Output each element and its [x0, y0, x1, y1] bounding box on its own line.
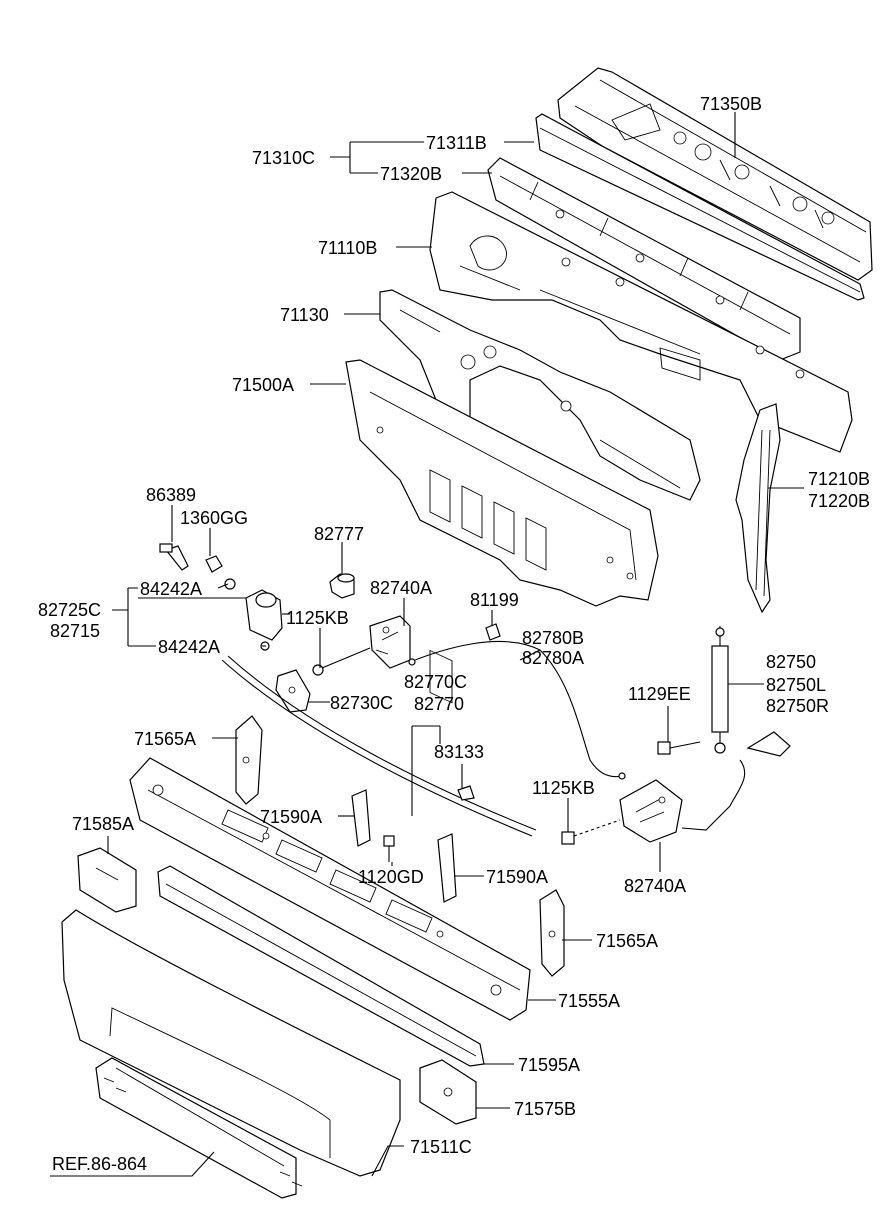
part-bracket-71590A-right: [437, 833, 457, 903]
label-82750L: 82750L: [766, 675, 826, 695]
part-bracket-71585A: [77, 847, 137, 913]
part-71500A-outer-panel: [345, 359, 659, 704]
label-1125KB-top: 1125KB: [286, 608, 349, 628]
part-weatherstrip-82770C: [221, 655, 537, 837]
label-82725C: 82725C: [38, 600, 101, 620]
label-71565A-top: 71565A: [134, 729, 196, 749]
part-clip-81199: [485, 623, 501, 641]
label-82770: 82770: [414, 694, 464, 714]
label-84242A-bottom: 84242A: [158, 637, 220, 657]
label-1120GD: 1120GD: [358, 867, 424, 887]
label-71590A-left: 71590A: [260, 807, 322, 827]
part-71555A-crossmember: [129, 757, 531, 1021]
label-82780A: 82780A: [522, 648, 584, 668]
part-71311B-rail: [535, 113, 865, 301]
label-71585A: 71585A: [72, 814, 134, 834]
part-bolt-1129EE: [657, 741, 701, 755]
label-71511C: 71511C: [410, 1137, 472, 1157]
part-bracket-71590A-left: [351, 789, 371, 847]
label-71310C: 71310C: [252, 148, 315, 168]
label-82740A-top: 82740A: [370, 578, 432, 598]
label-ref-86-864[interactable]: REF.86-864: [52, 1154, 147, 1174]
label-71110B: 71110B: [318, 238, 377, 258]
label-82770C: 82770C: [404, 672, 467, 692]
label-71311B: 71311B: [426, 133, 487, 153]
part-bracket-71575B: [419, 1059, 477, 1125]
part-71511C-bumper-cover: [61, 909, 401, 1177]
label-71130: 71130: [280, 305, 329, 325]
label-82730C: 82730C: [330, 693, 393, 713]
part-cable-82780B: [408, 641, 626, 780]
part-71320B-reinforcement: [487, 157, 801, 361]
part-latch-82740A-bottom: [561, 779, 683, 845]
label-71220B: 71220B: [808, 491, 870, 511]
label-83133: 83133: [434, 742, 484, 762]
part-71210B-side-pillar: [735, 403, 781, 614]
label-82780B: 82780B: [522, 628, 584, 648]
leader-lines: [50, 112, 804, 1177]
part-bolt-86389: [159, 543, 223, 573]
label-1125KB-bottom: 1125KB: [532, 778, 595, 798]
part-labels: 71350B 71311B 71310C 71320B 71110B 71130…: [38, 94, 870, 1174]
label-84242A-top: 84242A: [140, 579, 202, 599]
label-71595A: 71595A: [518, 1055, 580, 1075]
label-81199: 81199: [470, 590, 519, 610]
part-bumper-82777: [329, 573, 355, 599]
label-86389: 86389: [146, 485, 196, 505]
part-hinge-bracket-82725C: [224, 578, 283, 651]
part-71110B-back-panel: [429, 191, 853, 453]
label-82750R: 82750R: [766, 696, 829, 716]
label-1360GG: 1360GG: [180, 508, 248, 528]
label-82715: 82715: [50, 621, 100, 641]
part-71350B-rail: [557, 67, 873, 281]
label-71320B: 71320B: [380, 164, 442, 184]
label-71555A: 71555A: [558, 991, 620, 1011]
label-82750: 82750: [766, 652, 816, 672]
label-1129EE: 1129EE: [628, 684, 691, 704]
label-82777: 82777: [314, 524, 364, 544]
part-gas-lifter-82750: [681, 626, 791, 831]
label-71590A-right: 71590A: [486, 867, 548, 887]
label-71575B: 71575B: [514, 1099, 576, 1119]
label-71500A: 71500A: [232, 375, 294, 395]
part-striker-82730C: [275, 669, 311, 713]
label-82740A-bottom: 82740A: [624, 876, 686, 896]
label-71350B: 71350B: [700, 94, 762, 114]
part-bracket-71565A-top: [235, 715, 263, 805]
part-bolt-1120GD: [383, 835, 395, 862]
part-stop-83133: [457, 785, 475, 801]
label-71565A-bottom: 71565A: [596, 931, 658, 951]
label-71210B: 71210B: [808, 469, 870, 489]
part-grille-86-864: [95, 1057, 303, 1199]
part-bracket-71565A-bottom: [539, 889, 565, 977]
